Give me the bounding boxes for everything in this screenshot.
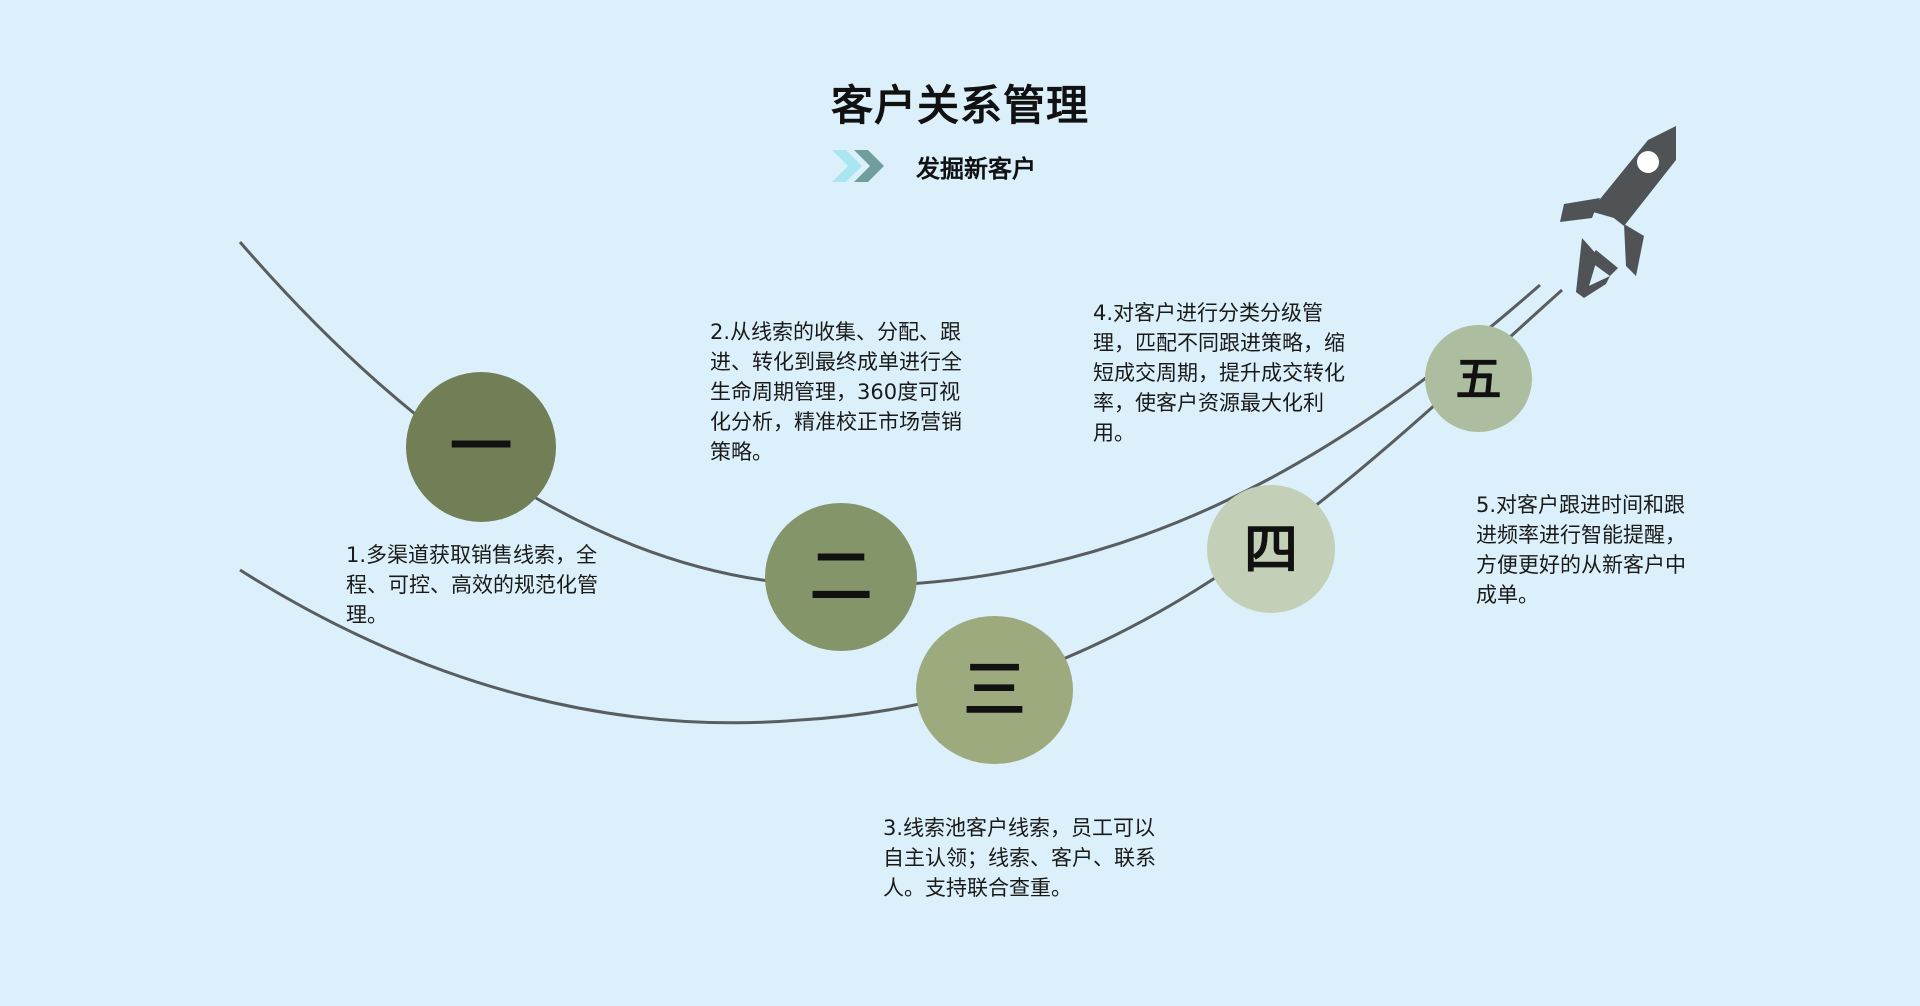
step-4-circle: 四 bbox=[1207, 485, 1335, 613]
step-4-text: 4.对客户进行分类分级管理，匹配不同跟进策略，缩短成交周期，提升成交转化率，使客… bbox=[1093, 301, 1345, 445]
step-1-circle: 一 bbox=[406, 372, 556, 522]
step-3-circle: 三 bbox=[916, 616, 1073, 764]
step-3-text: 3.线索池客户线索，员工可以自主认领；线索、客户、联系人。支持联合查重。 bbox=[883, 816, 1156, 900]
subtitle-row: 发掘新客户 bbox=[832, 146, 1036, 186]
step-1-text: 1.多渠道获取销售线索，全程、可控、高效的规范化管理。 bbox=[346, 543, 598, 627]
step-2-circle: 二 bbox=[765, 503, 917, 651]
page-title: 客户关系管理 bbox=[830, 81, 1089, 130]
subtitle: 发掘新客户 bbox=[916, 154, 1036, 183]
step-3-numeral: 三 bbox=[963, 653, 1026, 726]
step-5-circle: 五 bbox=[1425, 325, 1532, 432]
step-5-numeral: 五 bbox=[1455, 351, 1502, 406]
step-1-numeral: 一 bbox=[449, 410, 512, 483]
rocket-icon bbox=[1560, 126, 1676, 298]
step-5-text: 5.对客户跟进时间和跟进频率进行智能提醒，方便更好的从新客户中成单。 bbox=[1476, 493, 1686, 607]
step-2-text: 2.从线索的收集、分配、跟进、转化到最终成单进行全生命周期管理，360度可视化分… bbox=[710, 320, 962, 464]
step-4-numeral: 四 bbox=[1244, 517, 1298, 581]
lower-trajectory bbox=[239, 288, 1564, 725]
step-2-numeral: 二 bbox=[809, 540, 872, 613]
chevron-arrows-icon bbox=[832, 150, 884, 182]
